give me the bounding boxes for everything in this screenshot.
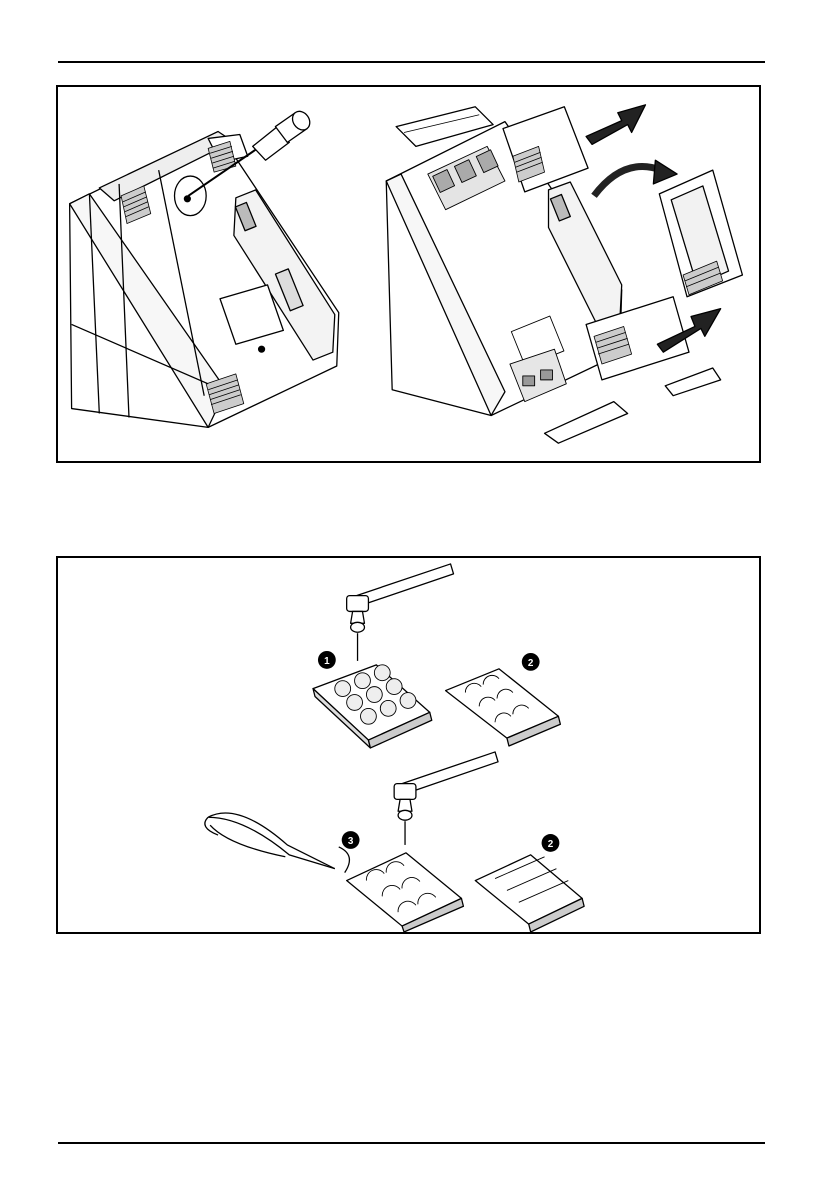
gland-plate-2-lower (475, 855, 584, 932)
drive-left (70, 132, 339, 428)
header-rule (58, 61, 765, 63)
gland-plate-3 (347, 853, 464, 932)
callout-1-text: 1 (324, 656, 330, 667)
callout-badge-2-upper: 2 (522, 653, 540, 671)
gland-plate-2-upper (446, 669, 561, 746)
footer-rule (58, 1142, 765, 1144)
drive-disassembly-illustration (58, 87, 759, 461)
callout-2-lower-text: 2 (548, 839, 554, 850)
drive-right (386, 107, 742, 443)
callout-badge-1: 1 (318, 651, 336, 669)
callout-badge-2-lower: 2 (542, 834, 560, 852)
gland-plate-piece (545, 402, 628, 444)
gland-plate-illustration: 1 2 3 2 (58, 558, 759, 932)
figure-gland-plate-knockouts: 1 2 3 2 (56, 556, 761, 934)
pliers-icon (205, 813, 350, 873)
gland-plate-piece-2 (665, 368, 720, 396)
callout-badge-3: 3 (342, 831, 360, 849)
hammer-icon (347, 564, 454, 661)
gland-plate-1 (313, 665, 432, 748)
callout-3-text: 3 (348, 836, 354, 847)
hammer-icon (394, 752, 498, 845)
figure-drive-disassembly (56, 85, 761, 463)
callout-2-upper-text: 2 (528, 658, 534, 669)
